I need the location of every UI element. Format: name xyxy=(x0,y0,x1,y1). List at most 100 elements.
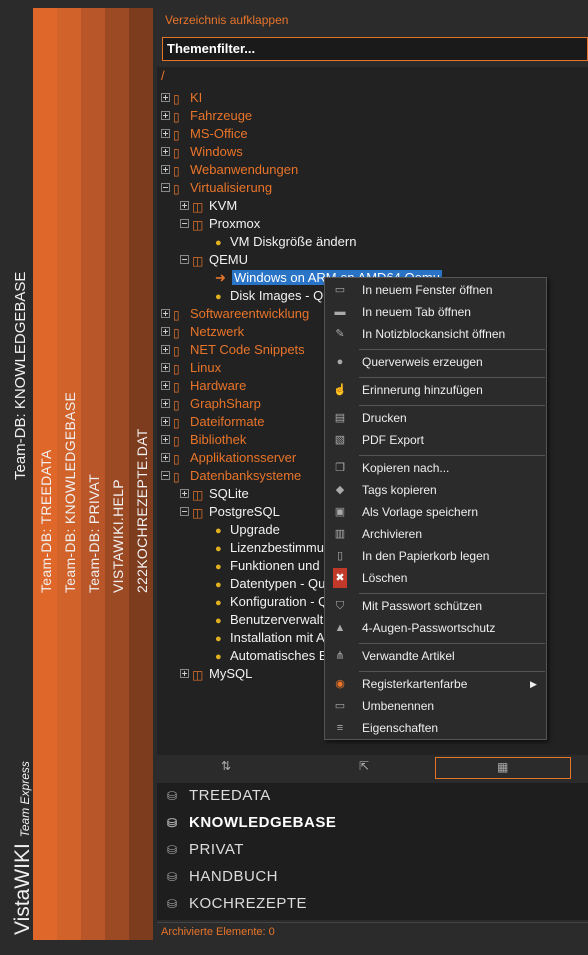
db-tab-2[interactable]: Team-DB: PRIVAT xyxy=(81,8,105,940)
tree-node-label: Applikationsserver xyxy=(190,450,297,465)
tree-node[interactable]: ▯KI xyxy=(161,89,202,107)
menu-item[interactable]: ▬In neuem Tab öffnen xyxy=(325,302,546,322)
menu-item[interactable]: ▧PDF Export xyxy=(325,430,546,450)
tree-node-label: NET Code Snippets xyxy=(190,342,305,357)
delete-icon: ✖ xyxy=(333,568,347,588)
menu-item[interactable]: ▭Umbenennen xyxy=(325,696,546,716)
menu-item[interactable]: ▣Als Vorlage speichern xyxy=(325,502,546,522)
tree-node[interactable]: ▯Linux xyxy=(161,359,221,377)
expand-icon[interactable] xyxy=(161,345,170,355)
expand-icon[interactable] xyxy=(161,381,170,391)
tree-node[interactable]: ▯Softwareentwicklung xyxy=(161,305,309,323)
tree-node-label: VM Diskgröße ändern xyxy=(230,234,357,249)
tree-node[interactable]: ●Upgrade xyxy=(199,521,280,539)
menu-item[interactable]: ▭In neuem Fenster öffnen xyxy=(325,280,546,300)
expand-icon[interactable] xyxy=(161,165,170,175)
menu-item[interactable]: ●Querverweis erzeugen xyxy=(325,352,546,372)
menu-item-label: In neuem Tab öffnen xyxy=(362,305,471,319)
menu-item[interactable]: ❐Kopieren nach... xyxy=(325,458,546,478)
tree-root[interactable]: / xyxy=(161,68,165,83)
tree-node[interactable]: ▯Applikationsserver xyxy=(161,449,296,467)
cursor-icon[interactable]: ⇱ xyxy=(359,759,370,773)
menu-item-label: PDF Export xyxy=(362,433,425,447)
menu-item[interactable]: ☝Erinnerung hinzufügen xyxy=(325,380,546,400)
tree-node[interactable]: ▯GraphSharp xyxy=(161,395,261,413)
tree-node[interactable]: ◫SQLite xyxy=(180,485,249,503)
tree-node[interactable]: ▯Datenbanksysteme xyxy=(161,467,301,485)
tree-node[interactable]: ◫PostgreSQL xyxy=(180,503,280,521)
tree-node[interactable]: ◫KVM xyxy=(180,197,237,215)
menu-item[interactable]: ▥Archivieren xyxy=(325,524,546,544)
collapse-icon[interactable] xyxy=(180,255,189,265)
database-item[interactable]: ⛁HANDBUCH xyxy=(167,868,278,892)
tree-node[interactable]: ▯Hardware xyxy=(161,377,246,395)
tree-node[interactable]: ▯MS-Office xyxy=(161,125,248,143)
database-item[interactable]: ⛁KOCHREZEPTE xyxy=(167,895,307,919)
menu-item[interactable]: ✎In Notizblockansicht öffnen xyxy=(325,324,546,344)
sort-icon[interactable]: ⇅ xyxy=(221,759,232,773)
expand-icon[interactable] xyxy=(180,201,189,211)
menu-item[interactable]: ▲4-Augen-Passwortschutz xyxy=(325,618,546,638)
database-item[interactable]: ⛁KNOWLEDGEBASE xyxy=(167,814,336,838)
tree-node[interactable]: ●Lizenzbestimmungen xyxy=(199,539,353,557)
tree-node-label: Dateiformate xyxy=(190,414,265,429)
expand-icon[interactable] xyxy=(161,399,170,409)
expand-icon[interactable] xyxy=(161,129,170,139)
database-item[interactable]: ⛁PRIVAT xyxy=(167,841,244,865)
tree-node[interactable]: ▯Windows xyxy=(161,143,243,161)
tree-node-label: Lizenzbestimmungen xyxy=(230,540,353,555)
tree-node[interactable]: ◫QEMU xyxy=(180,251,248,269)
collapse-icon[interactable] xyxy=(180,507,189,517)
collapse-icon[interactable] xyxy=(161,183,170,193)
tree-node[interactable]: ▯Bibliothek xyxy=(161,431,246,449)
db-tab-3[interactable]: VISTAWIKI.HELP xyxy=(105,8,129,940)
collapse-icon[interactable] xyxy=(180,219,189,229)
expand-icon[interactable] xyxy=(180,489,189,499)
book-icon: ▯ xyxy=(173,361,180,376)
tree-node[interactable]: ▯Netzwerk xyxy=(161,323,244,341)
menu-separator xyxy=(359,643,545,644)
menu-item[interactable]: ◆Tags kopieren xyxy=(325,480,546,500)
tree-node-label: Softwareentwicklung xyxy=(190,306,310,321)
tree-node[interactable]: ▯NET Code Snippets xyxy=(161,341,305,359)
expand-icon[interactable] xyxy=(161,363,170,373)
tree-node[interactable]: ●VM Diskgröße ändern xyxy=(199,233,356,251)
menu-item-label: 4-Augen-Passwortschutz xyxy=(362,621,496,635)
collapse-icon[interactable] xyxy=(161,471,170,481)
db-tab-4[interactable]: 222KOCHREZEPTE.DAT xyxy=(129,8,153,940)
expand-directory-label[interactable]: Verzeichnis aufklappen xyxy=(165,13,289,27)
tree-node[interactable]: ◫Proxmox xyxy=(180,215,260,233)
context-menu: ▭In neuem Fenster öffnen▬In neuem Tab öf… xyxy=(324,277,547,740)
expand-icon[interactable] xyxy=(180,669,189,679)
db-tab-0[interactable]: Team-DB: TREEDATA xyxy=(33,8,57,940)
calendar-button[interactable]: ▦ xyxy=(435,757,571,779)
topic-filter-input[interactable]: Themenfilter... xyxy=(162,37,588,61)
database-item[interactable]: ⛁TREEDATA xyxy=(167,787,271,811)
menu-item-label: Als Vorlage speichern xyxy=(362,505,479,519)
tree-node[interactable]: ▯Fahrzeuge xyxy=(161,107,252,125)
tree-node-label: GraphSharp xyxy=(190,396,261,411)
tree-node[interactable]: ◫MySQL xyxy=(180,665,252,683)
expand-icon[interactable] xyxy=(161,417,170,427)
expand-icon[interactable] xyxy=(161,309,170,319)
tree-node[interactable]: ▯Webanwendungen xyxy=(161,161,298,179)
tree-node[interactable]: ▯Dateiformate xyxy=(161,413,264,431)
menu-item[interactable]: ▯In den Papierkorb legen xyxy=(325,546,546,566)
tree-node[interactable]: ▯Virtualisierung xyxy=(161,179,272,197)
menu-item[interactable]: ◉Registerkartenfarbe▶ xyxy=(325,674,546,694)
menu-item[interactable]: ✖Löschen xyxy=(325,568,546,588)
menu-item[interactable]: ⛉Mit Passwort schützen xyxy=(325,596,546,616)
menu-item[interactable]: ⋔Verwandte Artikel xyxy=(325,646,546,666)
db-tab-1[interactable]: Team-DB: KNOWLEDGEBASE xyxy=(57,8,81,940)
expand-icon[interactable] xyxy=(161,111,170,121)
expand-icon[interactable] xyxy=(161,453,170,463)
expand-icon[interactable] xyxy=(161,327,170,337)
menu-item[interactable]: ▤Drucken xyxy=(325,408,546,428)
arrow-icon: ➜ xyxy=(215,270,226,285)
expand-icon[interactable] xyxy=(161,147,170,157)
expand-icon[interactable] xyxy=(161,93,170,103)
db-tab-label: 222KOCHREZEPTE.DAT xyxy=(134,428,150,593)
menu-item[interactable]: ≡Eigenschaften xyxy=(325,718,546,738)
expand-icon[interactable] xyxy=(161,435,170,445)
menu-item-label: Erinnerung hinzufügen xyxy=(362,383,483,397)
